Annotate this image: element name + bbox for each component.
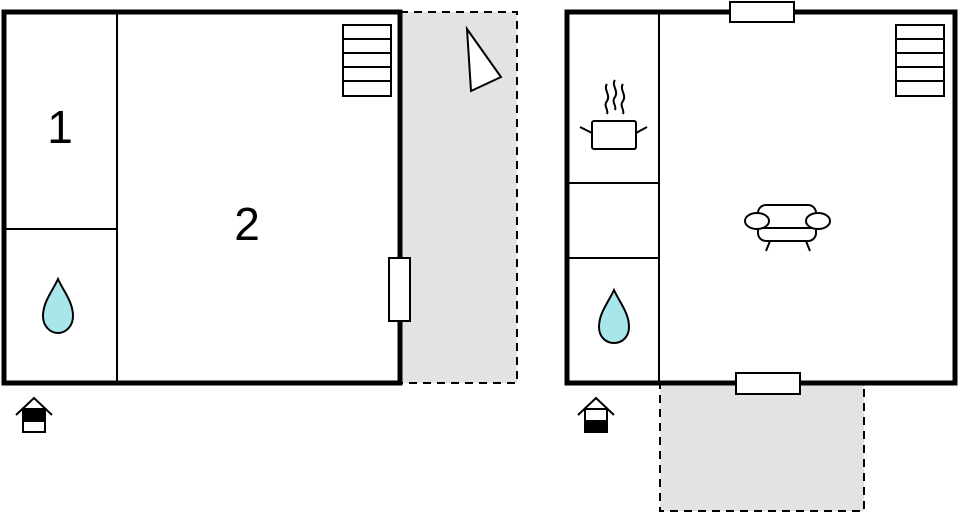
compass-north-icon	[465, 25, 503, 93]
water-drop-icon	[41, 276, 75, 335]
floor-ground: 1 2	[1, 9, 518, 433]
terrace-right	[399, 11, 518, 384]
room-1-label: 1	[47, 101, 73, 153]
water-drop-icon	[597, 287, 631, 345]
room-2-label: 2	[234, 198, 260, 250]
door-bottom	[735, 372, 801, 395]
terrace-bottom	[659, 382, 865, 512]
stairs-icon	[895, 24, 945, 97]
floor-upper	[564, 1, 958, 512]
sofa-icon	[744, 204, 831, 252]
stairs-icon	[342, 24, 392, 97]
door-to-terrace	[388, 257, 411, 322]
entrance-house-icon	[577, 396, 615, 433]
entrance-house-icon	[15, 396, 53, 433]
cooking-pot-icon	[579, 79, 648, 150]
outer-wall-ground	[1, 9, 403, 386]
window-top	[729, 1, 795, 23]
